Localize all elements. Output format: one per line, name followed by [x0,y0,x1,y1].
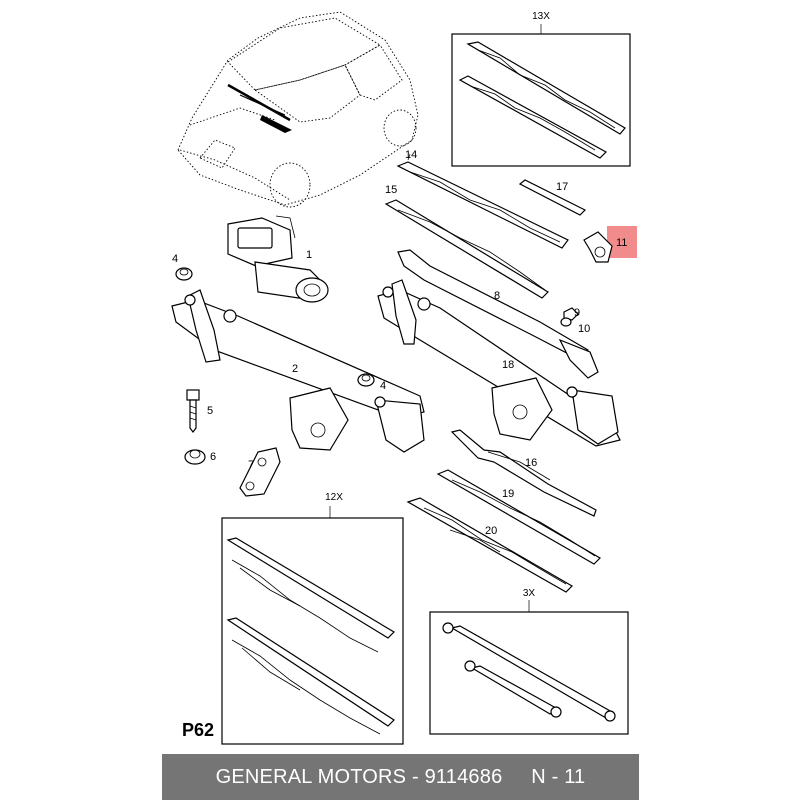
wiper-blade-19 [436,469,601,565]
link-rod-3x-b [464,660,562,718]
box-label-13x: 13X [532,11,550,22]
callout-9: 9 [574,307,580,319]
callout-5: 5 [207,405,213,417]
wiper-arm-16 [450,429,597,517]
wiper-linkage-2 [171,289,425,453]
footer-gap [502,766,531,789]
cap-10 [560,317,572,327]
link-rod-set-3x: 3X [429,588,629,735]
callout-16: 16 [525,457,537,469]
wiper-blade-13x-b [458,75,607,159]
wiper-motor-1 [227,215,329,303]
highlighted-part-11 [583,226,637,263]
footer-ref: N - 11 [531,765,586,788]
callout-1: 1 [306,249,312,261]
callout-18: 18 [502,359,514,371]
box-label-3x: 3X [523,588,536,599]
blade-set-13x: 13X [451,11,631,167]
bolt-5 [186,389,200,433]
wiper-blade-20 [406,497,573,593]
grommet-4-upper [175,267,193,281]
blade-set-12x: 12X P62 [182,492,404,745]
link-rod-3x-a [442,622,616,722]
page-code: P62 [182,720,214,740]
wiper-blade-15 [384,199,549,299]
callout-8: 8 [494,290,500,302]
part-footer-bar: GENERAL MOTORS - 9114686 N - 11 [162,754,639,800]
bracket-7 [239,447,281,497]
footer-separator: - [406,765,425,788]
wiper-blade-12x-b [226,617,395,735]
callout-7: 7 [248,459,254,471]
wiper-blade-13x-a [466,41,626,135]
wiper-arm-8 [397,249,599,379]
wiper-blade-12x-a [226,537,395,653]
callout-6: 6 [210,451,216,463]
callout-10: 10 [578,323,590,335]
box-label-12x: 12X [325,492,343,503]
callout-15: 15 [385,184,397,196]
wiper-linkage-18 [377,279,621,447]
callout-19: 19 [502,488,514,500]
nut-9 [563,307,579,321]
blade-clip-17 [518,179,587,216]
callout-2: 2 [292,363,298,375]
car-outline [177,11,419,208]
footer-part-number: 9114686 [424,765,503,788]
grommet-4-lower [357,373,375,387]
footer-brand: GENERAL MOTORS [215,765,407,788]
callout-4-upper: 4 [172,253,178,265]
wiper-blade-14 [396,153,569,249]
nut-6 [184,449,206,465]
callout-4-lower: 4 [380,380,386,392]
callout-17: 17 [556,181,568,193]
callout-11: 11 [616,237,627,249]
callout-20: 20 [485,525,497,537]
callout-14: 14 [405,149,417,161]
